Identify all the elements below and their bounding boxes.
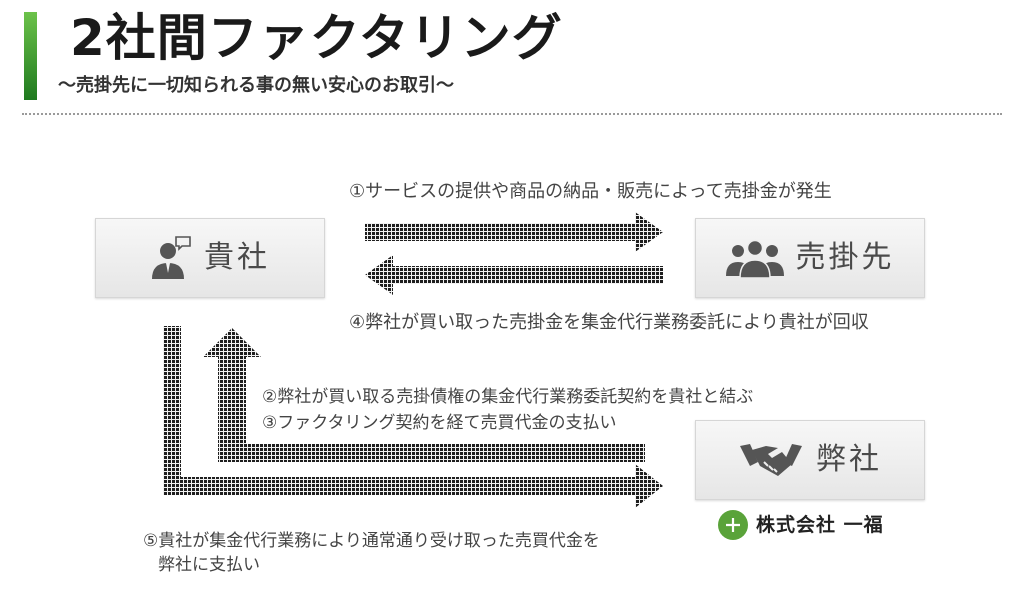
handshake-icon (740, 444, 802, 476)
page-subtitle: 〜売掛先に一切知られる事の無い安心のお取引〜 (58, 75, 454, 96)
group-people-icon (725, 239, 784, 278)
node-client-label: 貴社 (204, 240, 270, 275)
company-logo-icon (718, 510, 748, 540)
caption-step5-line2: 弊社に支払い (158, 555, 260, 575)
arrow-step5-right (163, 326, 663, 508)
caption-step2: ②弊社が買い取る売掛債権の集金代行業務委託契約を貴社と結ぶ (262, 387, 754, 407)
arrow-step23-up (203, 328, 645, 462)
arrow-step1-right (365, 212, 663, 252)
person-speech-icon (152, 236, 191, 279)
node-factor-label: 弊社 (816, 442, 882, 477)
caption-step1: ①サービスの提供や商品の納品・販売によって売掛金が発生 (349, 181, 832, 202)
node-debtor: 売掛先 (695, 218, 925, 298)
company-name: 株式会社 一福 (756, 514, 884, 536)
dotted-divider (22, 113, 1002, 115)
caption-step5-line1: ⑤貴社が集金代行業務により通常通り受け取った売買代金を (143, 531, 600, 551)
page-title: 2社間ファクタリング (70, 9, 563, 67)
title-accent-bar (24, 12, 37, 100)
caption-step4: ④弊社が買い取った売掛金を集金代行業務委託により貴社が回収 (349, 312, 869, 333)
node-debtor-label: 売掛先 (795, 240, 895, 275)
node-factor: 弊社 (695, 420, 925, 500)
arrow-step4-left (365, 255, 663, 295)
node-client: 貴社 (95, 218, 325, 298)
company-brand: 株式会社 一福 (718, 510, 884, 540)
caption-step3: ③ファクタリング契約を経て売買代金の支払い (262, 413, 617, 433)
